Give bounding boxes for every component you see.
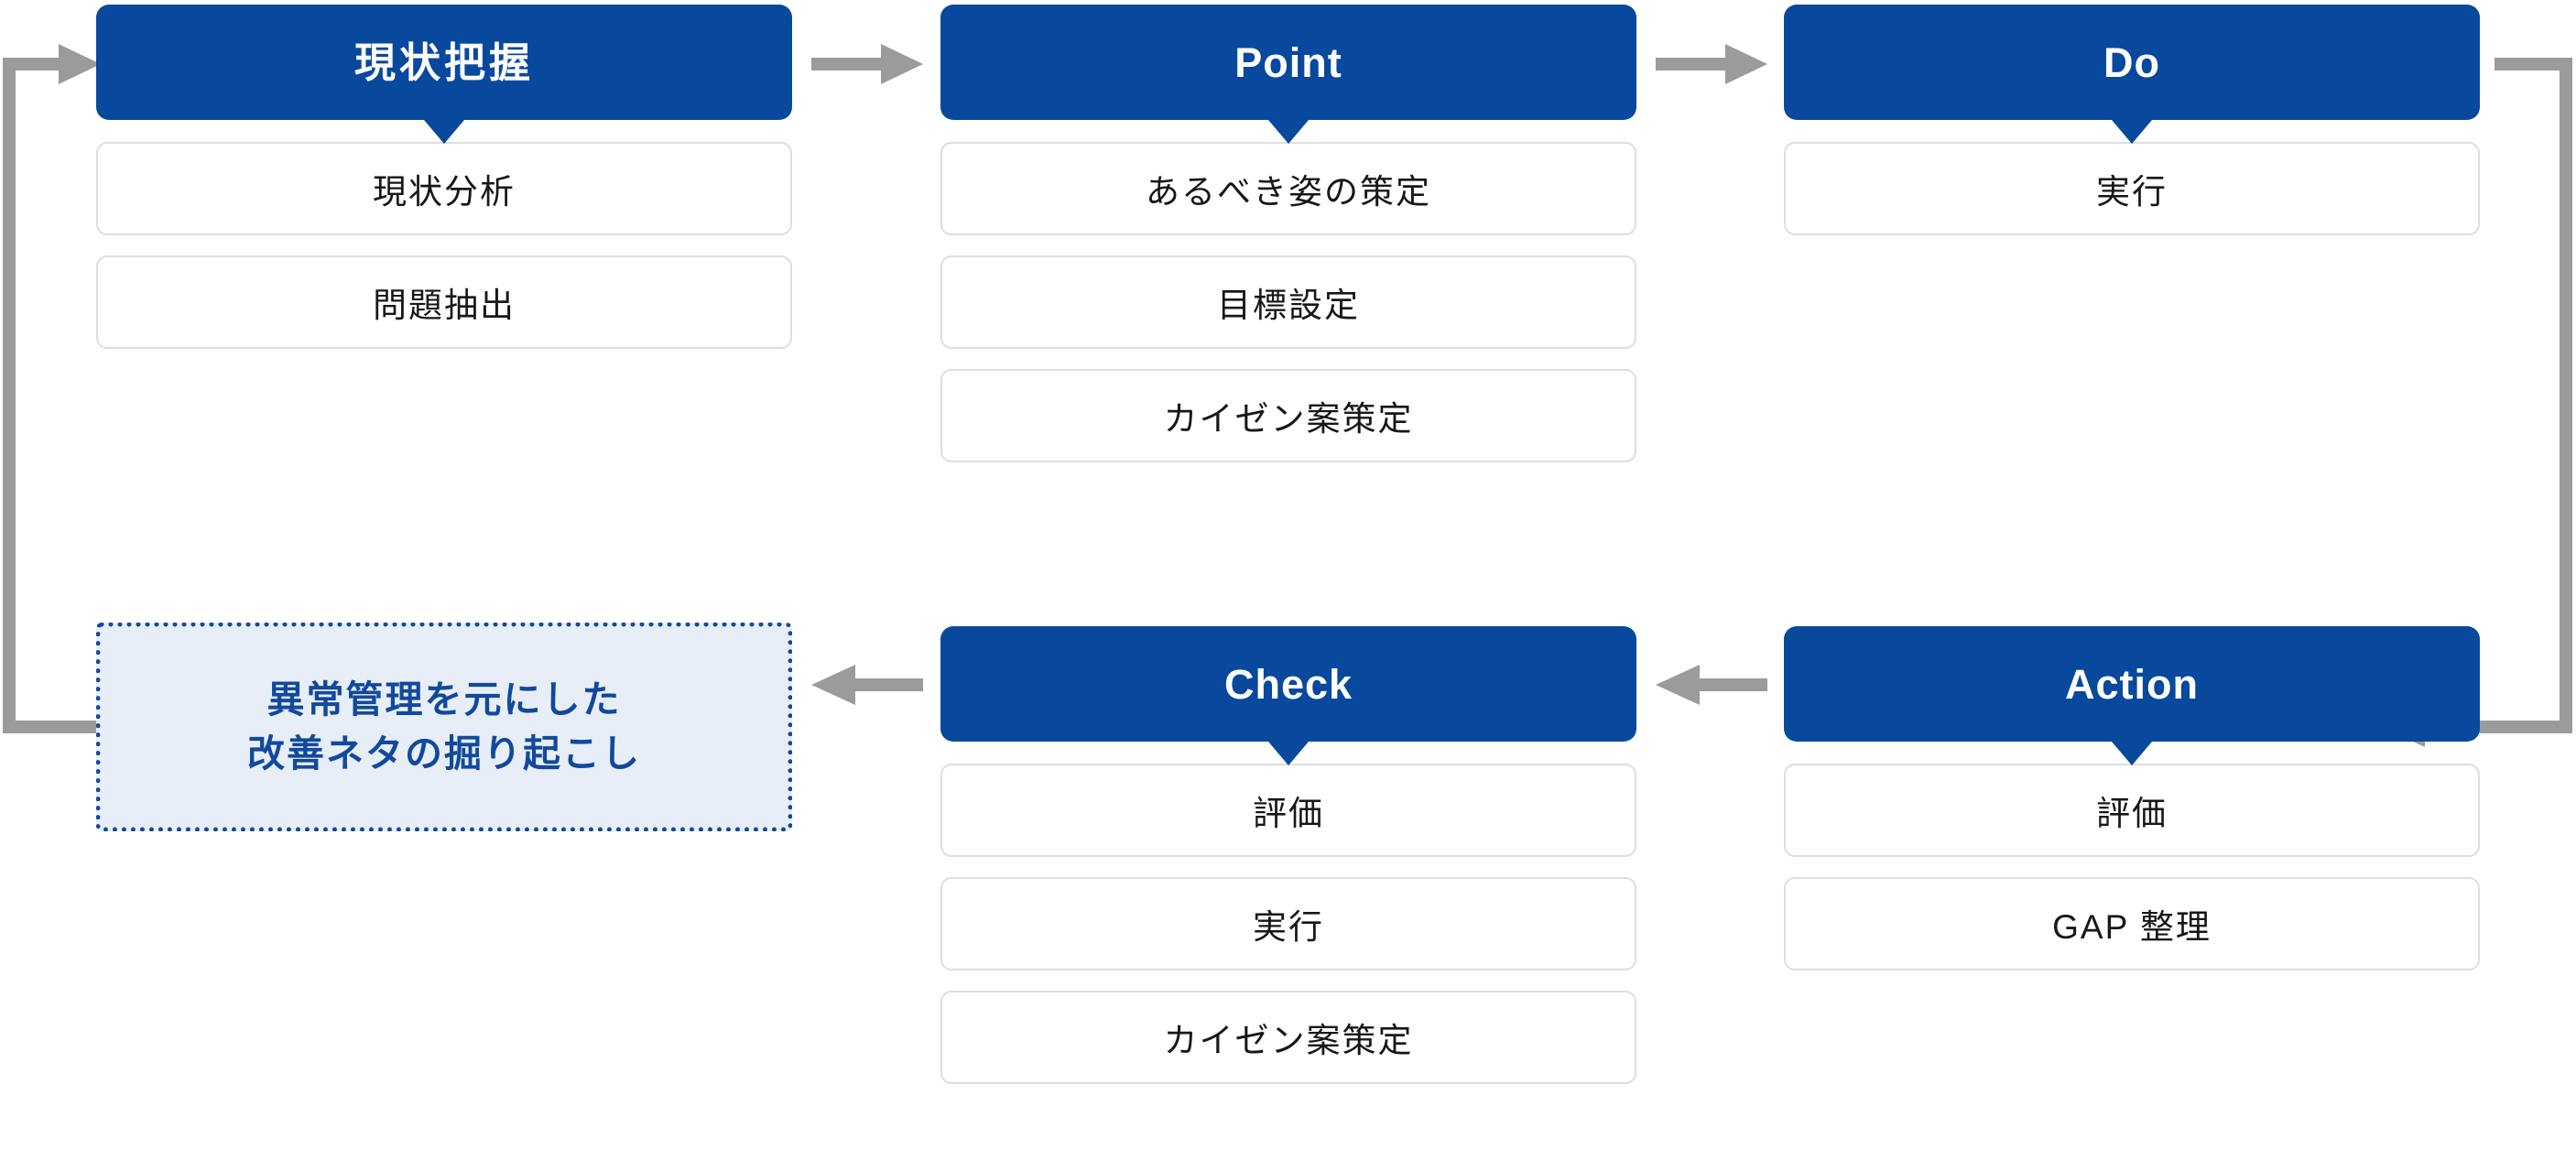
sub-box-label: あるべき姿の策定 [1146, 173, 1431, 211]
header-label: Point [1234, 38, 1342, 86]
arrow-check-to-callout [811, 665, 923, 705]
sub-box-list-do: 実行 [1784, 142, 2480, 235]
column-do: Do 実行 [1784, 5, 2480, 255]
header-label: Check [1223, 660, 1353, 708]
column-point: Point あるべき姿の策定 目標設定 カイゼン案策定 [940, 5, 1636, 482]
sub-box[interactable]: 問題抽出 [96, 255, 792, 349]
sub-box[interactable]: カイゼン案策定 [940, 991, 1636, 1084]
callout-line-1: 異常管理を元にした [266, 678, 622, 721]
column-action: Action 評価 GAP 整理 [1784, 626, 2480, 991]
bubble-tail-icon [2112, 120, 2152, 144]
header-bubble-action[interactable]: Action [1784, 626, 2480, 765]
header-label: Do [2103, 38, 2160, 86]
sub-box-label: 評価 [1253, 795, 1324, 832]
sub-box[interactable]: 目標設定 [940, 255, 1636, 349]
sub-box-list-action: 評価 GAP 整理 [1784, 764, 2480, 970]
sub-box-label: GAP 整理 [2052, 908, 2212, 946]
arrow-genjo-to-point [811, 44, 923, 84]
header-bubble-check[interactable]: Check [940, 626, 1636, 765]
column-check: Check 評価 実行 カイゼン案策定 [940, 626, 1636, 1104]
callout-line-2: 改善ネタの掘り起こし [247, 732, 641, 775]
sub-box-label: 目標設定 [1217, 287, 1360, 324]
bubble-tail-icon [1268, 742, 1309, 765]
sub-box[interactable]: 評価 [1784, 764, 2480, 857]
sub-box-list-genjo-haaku: 現状分析 問題抽出 [96, 142, 792, 349]
sub-box-label: カイゼン案策定 [1163, 1022, 1414, 1059]
header-bubble-point[interactable]: Point [940, 5, 1636, 144]
sub-box-list-check: 評価 実行 カイゼン案策定 [940, 764, 1636, 1084]
header-label: 現状把握 [353, 38, 534, 86]
sub-box-label: 実行 [1253, 908, 1324, 946]
sub-box-label: 実行 [2096, 173, 2168, 211]
sub-box[interactable]: 現状分析 [96, 142, 792, 235]
arrow-callout-to-genjo [3, 44, 101, 733]
bubble-tail-icon [2112, 742, 2152, 765]
callout-ijou-kanri[interactable]: 異常管理を元にした 改善ネタの掘り起こし [96, 623, 792, 831]
bubble-tail-icon [424, 120, 464, 144]
column-genjo-haaku: 現状把握 現状分析 問題抽出 [96, 5, 792, 369]
bubble-tail-icon [1268, 120, 1309, 144]
sub-box-label: 評価 [2096, 795, 2168, 832]
sub-box[interactable]: GAP 整理 [1784, 877, 2480, 970]
sub-box[interactable]: 評価 [940, 764, 1636, 857]
header-bubble-genjo-haaku[interactable]: 現状把握 [96, 5, 792, 144]
sub-box[interactable]: カイゼン案策定 [940, 369, 1636, 462]
sub-box[interactable]: 実行 [1784, 142, 2480, 235]
arrow-point-to-do [1656, 44, 1767, 84]
header-bubble-do[interactable]: Do [1784, 5, 2480, 144]
header-label: Action [2065, 660, 2199, 708]
sub-box-label: 問題抽出 [373, 287, 516, 324]
sub-box-label: 現状分析 [373, 173, 516, 211]
sub-box[interactable]: あるべき姿の策定 [940, 142, 1636, 235]
sub-box-label: カイゼン案策定 [1163, 400, 1414, 438]
arrow-action-to-check [1656, 665, 1767, 705]
sub-box-list-point: あるべき姿の策定 目標設定 カイゼン案策定 [940, 142, 1636, 462]
sub-box[interactable]: 実行 [940, 877, 1636, 970]
